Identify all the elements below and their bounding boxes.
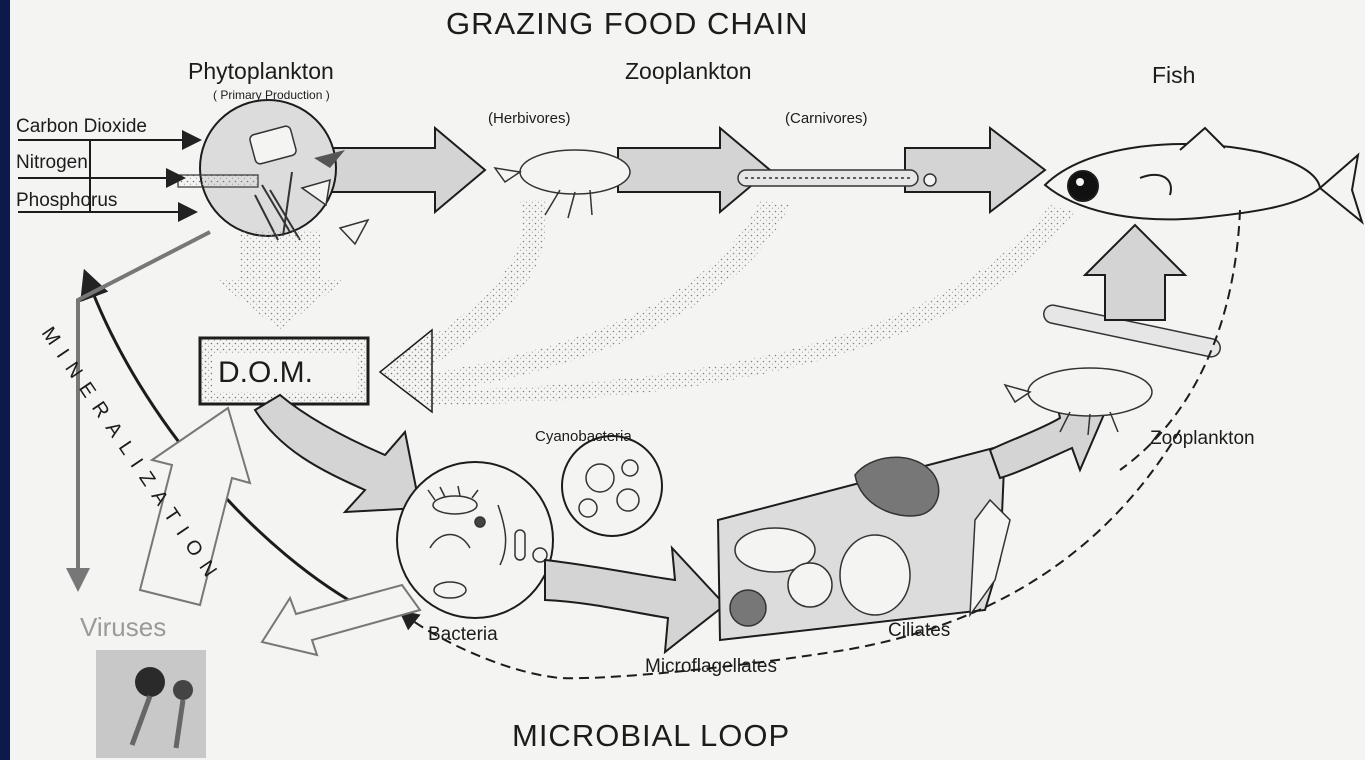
primary-production-label: ( Primary Production ) xyxy=(213,88,330,102)
cyanobacteria-illustration xyxy=(562,436,662,536)
cyanobacteria-label: Cyanobacteria xyxy=(535,428,632,445)
carbon-dioxide-label: Carbon Dioxide xyxy=(16,116,147,138)
herbivores-label: (Herbivores) xyxy=(488,110,571,127)
dom-label: D.O.M. xyxy=(218,356,313,390)
zooplankton-right-label: Zooplankton xyxy=(1150,428,1255,450)
nitrogen-label: Nitrogen xyxy=(16,152,88,174)
ciliates-label: Ciliates xyxy=(888,620,950,642)
carnivores-label: (Carnivores) xyxy=(785,110,868,127)
virus-photo xyxy=(96,650,206,758)
bacteria-label: Bacteria xyxy=(428,624,498,646)
microbial-loop-title: MICROBIAL LOOP xyxy=(512,718,790,754)
fish-label: Fish xyxy=(1152,62,1195,89)
grazing-food-chain-title: GRAZING FOOD CHAIN xyxy=(446,6,808,42)
phosphorus-label: Phosphorus xyxy=(16,190,117,212)
microflagellates-label: Microflagellates xyxy=(645,656,777,678)
bacteria-illustration xyxy=(397,462,553,618)
carnivore-zooplankton-illustration xyxy=(738,170,936,186)
viruses-label: Viruses xyxy=(80,612,166,643)
zooplankton-top-label: Zooplankton xyxy=(625,58,752,85)
phytoplankton-label: Phytoplankton xyxy=(188,58,334,85)
